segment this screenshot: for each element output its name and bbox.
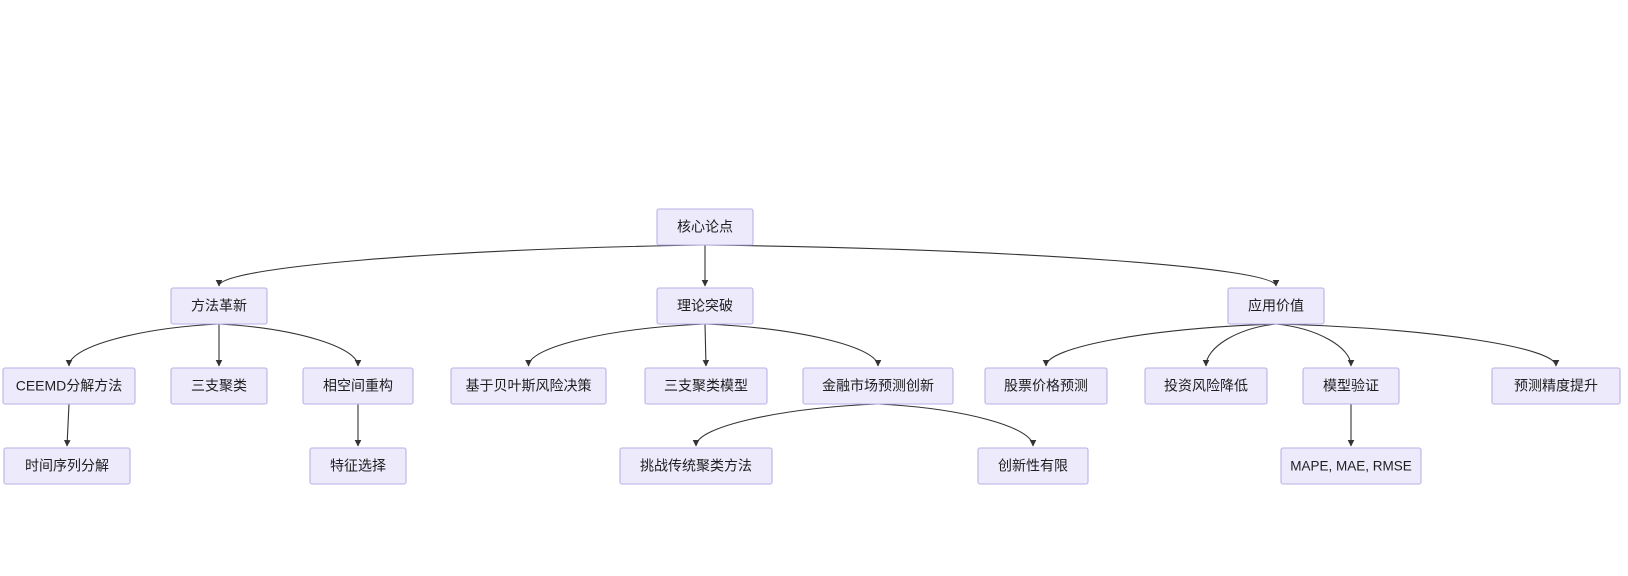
node-box-accuracy[interactable]	[1491, 367, 1621, 405]
edge-ceemd-to-timeseries	[63, 403, 71, 447]
node-label-ceemd: CEEMD分解方法	[16, 378, 123, 394]
node-label-metrics: MAPE, MAE, RMSE	[1290, 459, 1412, 474]
node-box-feature[interactable]	[309, 447, 407, 485]
node-value[interactable]: 应用价值	[1227, 287, 1325, 325]
node-label-feature: 特征选择	[330, 458, 386, 474]
node-box-validate[interactable]	[1302, 367, 1400, 405]
node-box-ceemd[interactable]	[2, 367, 136, 405]
edge-method-to-phase	[218, 323, 362, 367]
edge-finance-to-challenge	[692, 403, 879, 447]
node-label-tri: 三支聚类	[191, 378, 247, 394]
node-label-bayes: 基于贝叶斯风险决策	[466, 378, 592, 394]
node-box-bayes[interactable]	[450, 367, 607, 405]
node-feature[interactable]: 特征选择	[309, 447, 407, 485]
node-tri[interactable]: 三支聚类	[170, 367, 268, 405]
node-box-theory[interactable]	[656, 287, 754, 325]
node-label-phase: 相空间重构	[323, 378, 393, 394]
node-box-risk[interactable]	[1144, 367, 1268, 405]
node-label-trimodel: 三支聚类模型	[664, 378, 748, 394]
node-label-timeseries: 时间序列分解	[25, 458, 109, 474]
node-label-limited: 创新性有限	[998, 458, 1068, 474]
node-challenge[interactable]: 挑战传统聚类方法	[619, 447, 773, 485]
edge-finance-to-limited	[877, 403, 1037, 447]
edge-root-to-method	[215, 244, 706, 287]
edge-value-to-risk	[1202, 323, 1277, 367]
node-trimodel[interactable]: 三支聚类模型	[644, 367, 768, 405]
node-label-theory: 理论突破	[677, 298, 733, 314]
node-finance[interactable]: 金融市场预测创新	[802, 367, 954, 405]
node-theory[interactable]: 理论突破	[656, 287, 754, 325]
edge-theory-to-trimodel	[702, 323, 710, 367]
node-box-finance[interactable]	[802, 367, 954, 405]
node-validate[interactable]: 模型验证	[1302, 367, 1400, 405]
node-method[interactable]: 方法革新	[170, 287, 268, 325]
node-label-risk: 投资风险降低	[1164, 378, 1248, 394]
node-label-finance: 金融市场预测创新	[822, 378, 934, 394]
node-box-challenge[interactable]	[619, 447, 773, 485]
edge-value-to-stock	[1042, 323, 1277, 367]
node-stock[interactable]: 股票价格预测	[984, 367, 1108, 405]
node-accuracy[interactable]: 预测精度提升	[1491, 367, 1621, 405]
edge-theory-to-bayes	[525, 323, 706, 367]
node-limited[interactable]: 创新性有限	[977, 447, 1089, 485]
node-label-validate: 模型验证	[1323, 378, 1379, 394]
edge-value-to-validate	[1275, 323, 1355, 367]
node-label-method: 方法革新	[191, 298, 247, 314]
node-root[interactable]: 核心论点	[656, 208, 754, 246]
node-box-method[interactable]	[170, 287, 268, 325]
node-ceemd[interactable]: CEEMD分解方法	[2, 367, 136, 405]
node-box-limited[interactable]	[977, 447, 1089, 485]
node-timeseries[interactable]: 时间序列分解	[3, 447, 131, 485]
edge-layer	[63, 244, 1560, 447]
node-box-trimodel[interactable]	[644, 367, 768, 405]
edge-method-to-ceemd	[65, 323, 220, 367]
node-box-root[interactable]	[656, 208, 754, 246]
node-box-timeseries[interactable]	[3, 447, 131, 485]
node-risk[interactable]: 投资风险降低	[1144, 367, 1268, 405]
edge-value-to-accuracy	[1275, 323, 1560, 367]
node-label-value: 应用价值	[1248, 298, 1304, 314]
node-phase[interactable]: 相空间重构	[302, 367, 414, 405]
node-bayes[interactable]: 基于贝叶斯风险决策	[450, 367, 607, 405]
node-label-accuracy: 预测精度提升	[1514, 378, 1598, 394]
node-box-tri[interactable]	[170, 367, 268, 405]
node-box-stock[interactable]	[984, 367, 1108, 405]
node-box-value[interactable]	[1227, 287, 1325, 325]
node-box-metrics[interactable]	[1280, 447, 1422, 485]
node-metrics[interactable]: MAPE, MAE, RMSE	[1280, 447, 1422, 485]
node-label-stock: 股票价格预测	[1004, 378, 1088, 394]
edge-theory-to-finance	[704, 323, 882, 367]
node-label-challenge: 挑战传统聚类方法	[640, 458, 752, 474]
node-box-phase[interactable]	[302, 367, 414, 405]
node-label-root: 核心论点	[677, 219, 733, 235]
edge-root-to-value	[704, 244, 1280, 287]
